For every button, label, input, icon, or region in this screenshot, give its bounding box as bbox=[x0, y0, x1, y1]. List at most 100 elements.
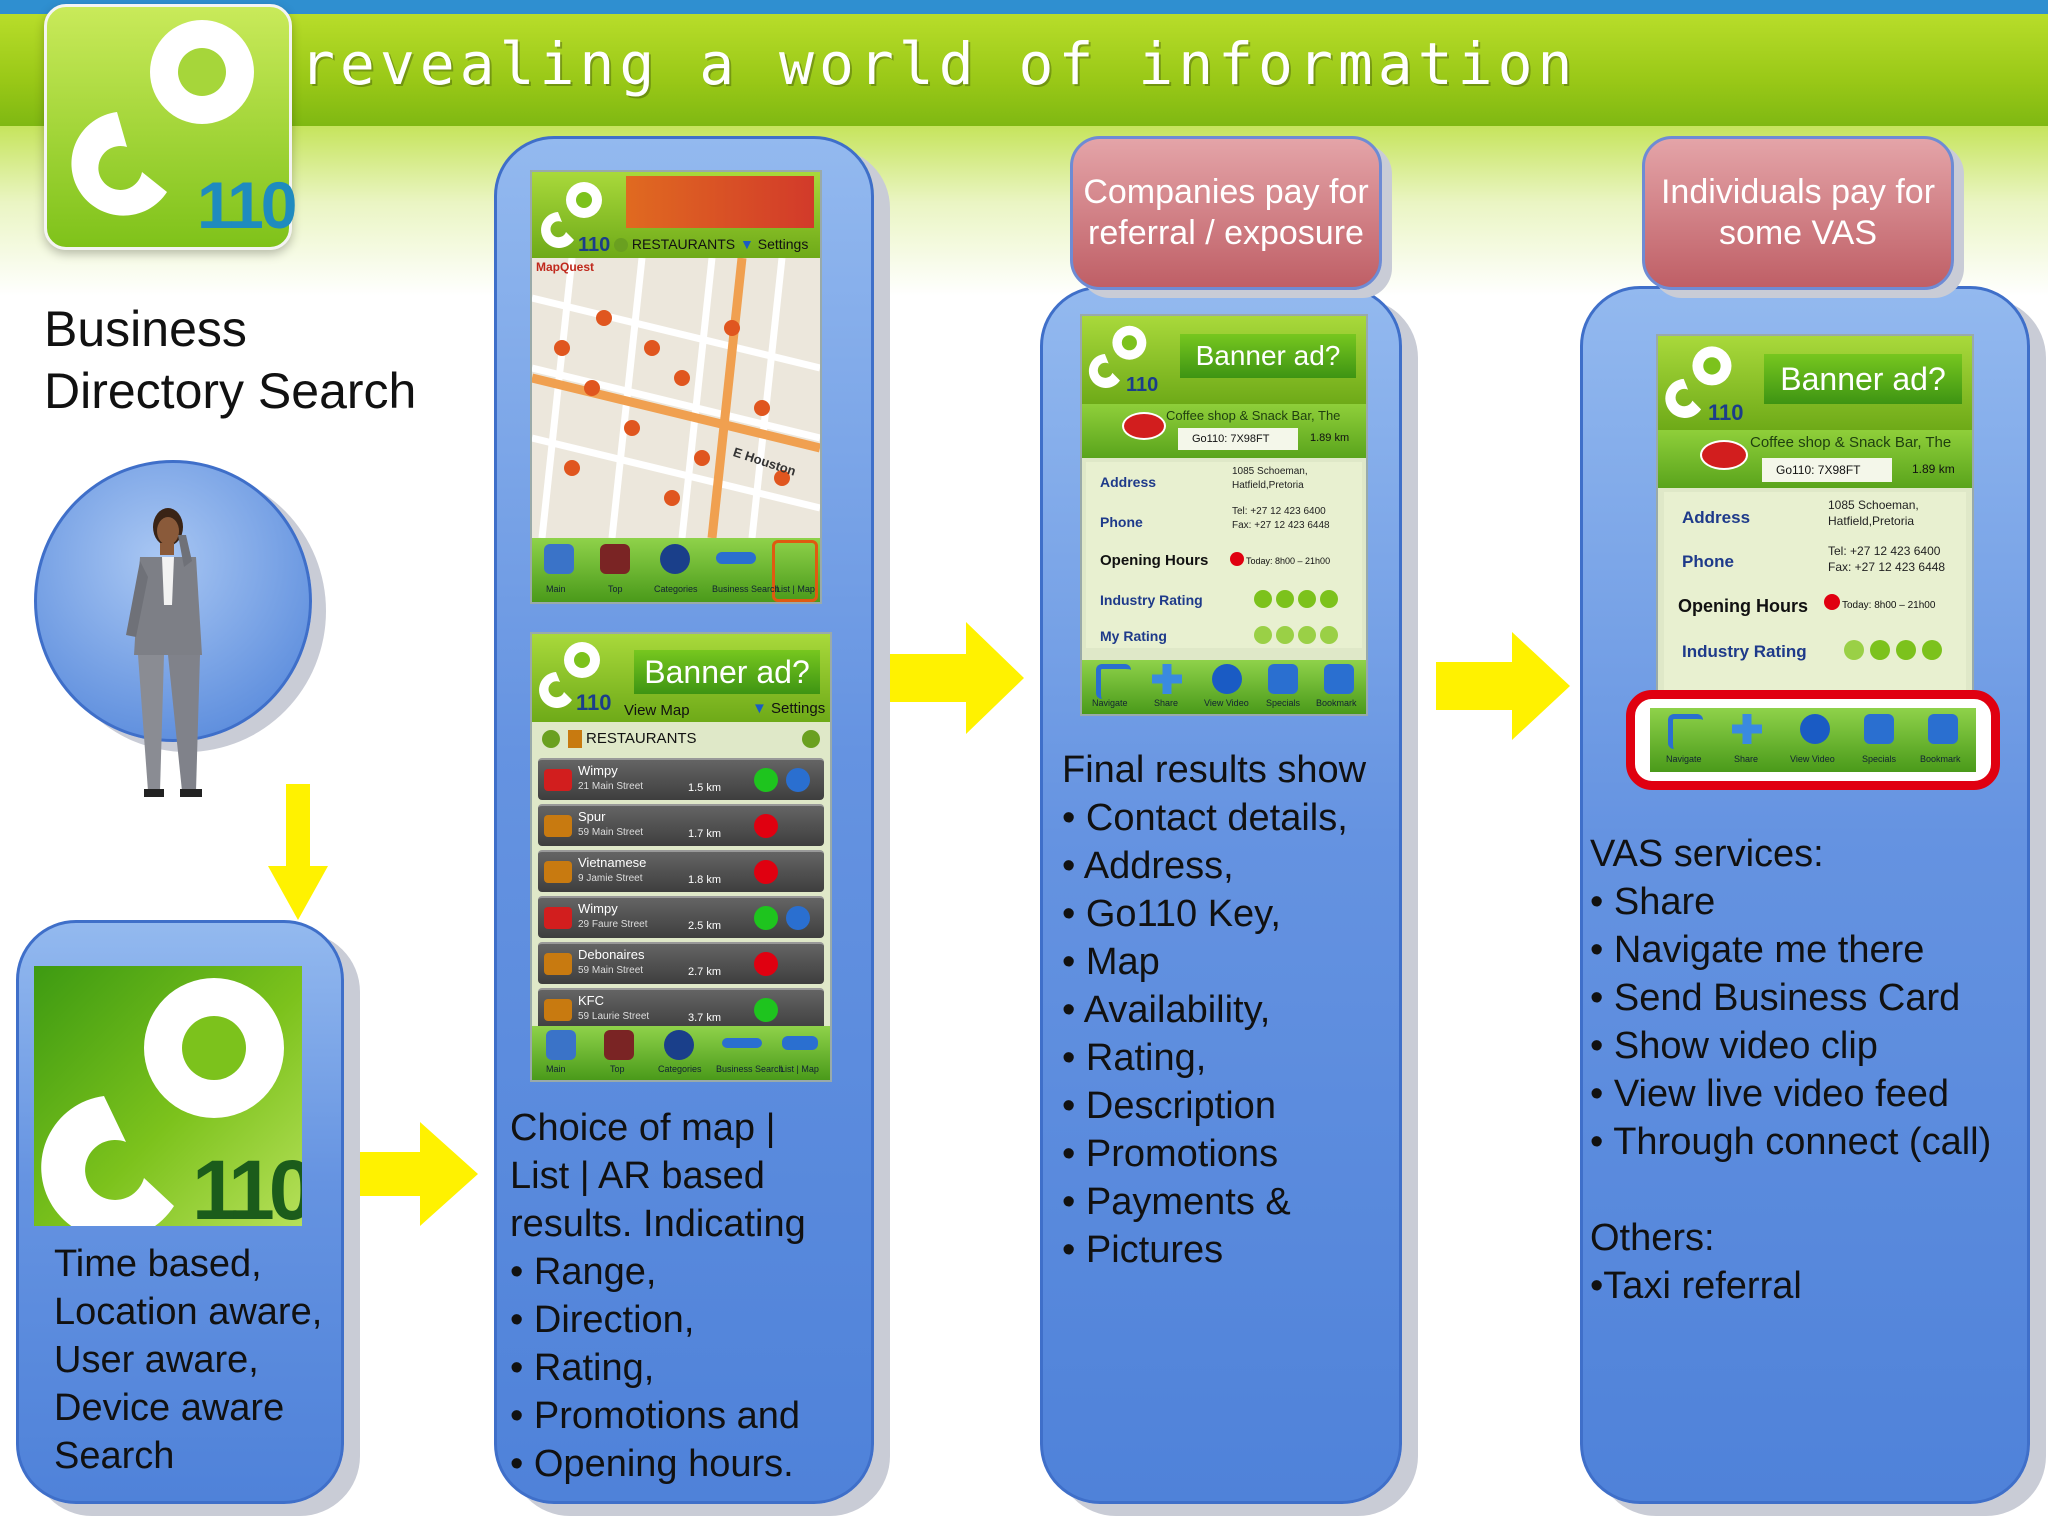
settings-funnel-icon: ▼ bbox=[740, 236, 754, 252]
detail2-banner-ad[interactable]: Banner ad? bbox=[1764, 354, 1962, 404]
panel3-bullet-8-text: Promotions bbox=[1085, 1133, 1279, 1175]
categories-eye-icon[interactable] bbox=[664, 1030, 694, 1060]
individuals-pay-tag: Individuals pay for some VAS bbox=[1642, 136, 1954, 290]
list-settings-label: Settings bbox=[771, 700, 826, 717]
detail2-phone-value-2: Fax: +27 12 423 6448 bbox=[1828, 560, 1946, 574]
availability-status-dot bbox=[754, 814, 778, 838]
map-tool-list-map: List | Map bbox=[776, 584, 815, 594]
list-tool-categories: Categories bbox=[658, 1064, 702, 1074]
closed-status-dot bbox=[1824, 594, 1840, 610]
detail1-logo-mark bbox=[1088, 325, 1147, 388]
specials-dollar-icon[interactable] bbox=[1864, 714, 1894, 744]
list-item-name: Wimpy bbox=[578, 901, 618, 916]
map-back-button[interactable]: RESTAURANTS bbox=[614, 236, 736, 253]
logo-tile-110: 110 bbox=[192, 1143, 302, 1226]
list-logo-110: 110 bbox=[576, 690, 612, 715]
header-top-stripe bbox=[0, 0, 2048, 14]
detail1-hours-value: Today: 8h00 – 21h00 bbox=[1246, 556, 1331, 566]
panel4-bullet-4-text: Show video clip bbox=[1613, 1025, 1878, 1067]
list-banner-ad[interactable]: Banner ad? bbox=[634, 650, 820, 694]
restaurant-logo-icon bbox=[544, 907, 572, 929]
detail1-tool-navigate: Navigate bbox=[1092, 698, 1128, 708]
panel3-bullet-4: Map bbox=[1062, 938, 1366, 986]
back-circle-icon[interactable] bbox=[542, 730, 560, 748]
main-map-icon[interactable] bbox=[544, 544, 574, 574]
detail1-key-box: Go110: 7X98FT bbox=[1178, 428, 1298, 450]
list-map-toggle-icon[interactable] bbox=[772, 540, 818, 602]
list-settings-button[interactable]: ▼ Settings bbox=[752, 700, 825, 717]
business-search-icon[interactable] bbox=[722, 1038, 762, 1048]
panel4-bullet-1-text: Share bbox=[1613, 881, 1716, 923]
panel3-bullet-6: Rating, bbox=[1062, 1034, 1366, 1082]
detail1-phone-value-1: Tel: +27 12 423 6400 bbox=[1232, 506, 1326, 517]
detail1-distance: 1.89 km bbox=[1310, 432, 1350, 444]
share-plus-icon[interactable] bbox=[1152, 664, 1182, 694]
map-settings-button[interactable]: ▼ Settings bbox=[740, 236, 808, 252]
go110-logo-mark bbox=[71, 20, 254, 216]
list-map-toggle-icon[interactable] bbox=[782, 1036, 818, 1050]
panel4-bullet-6-text: Through connect (call) bbox=[1613, 1121, 1992, 1163]
panel3-bullet-1: Contact details, bbox=[1062, 794, 1366, 842]
navigate-icon[interactable] bbox=[1096, 664, 1131, 699]
map-back-label: RESTAURANTS bbox=[631, 236, 736, 252]
panel1-line-5: Search bbox=[54, 1435, 175, 1477]
detail1-toolbar: Navigate Share View Video Specials Bookm… bbox=[1082, 660, 1366, 714]
play-video-icon[interactable] bbox=[1800, 714, 1830, 744]
list-item-street: 21 Main Street bbox=[578, 781, 644, 792]
share-plus-icon[interactable] bbox=[1732, 714, 1762, 744]
list-toolbar: Main Top Categories Business Search List… bbox=[532, 1026, 830, 1080]
map-tool-main: Main bbox=[546, 584, 566, 594]
panel2-line-2: List | AR based bbox=[510, 1155, 765, 1197]
panel4-bullet-3: Send Business Card bbox=[1590, 974, 1991, 1022]
main-map-icon[interactable] bbox=[546, 1030, 576, 1060]
navigate-icon[interactable] bbox=[1668, 714, 1703, 749]
detail2-info: Address 1085 Schoeman, Hatfield,Pretoria… bbox=[1664, 492, 1966, 694]
business-search-icon[interactable] bbox=[716, 552, 756, 564]
detail1-my-rating[interactable] bbox=[1254, 626, 1354, 646]
categories-eye-icon[interactable] bbox=[660, 544, 690, 574]
top-book-icon[interactable] bbox=[600, 544, 630, 574]
map-screen-logo bbox=[538, 178, 608, 254]
detail-screen-1: 110 Banner ad? Coffee shop & Snack Bar, … bbox=[1080, 314, 1368, 716]
specials-badge-icon[interactable] bbox=[786, 906, 810, 930]
panel3-bullet-2: Address, bbox=[1062, 842, 1366, 890]
panel1-line-1: Time based, bbox=[54, 1243, 262, 1285]
street-map[interactable] bbox=[532, 258, 820, 538]
detail2-tool-navigate: Navigate bbox=[1666, 754, 1702, 764]
restaurant-logo-icon bbox=[544, 999, 572, 1021]
panel2-line-3: results. Indicating bbox=[510, 1203, 806, 1245]
list-tool-top: Top bbox=[610, 1064, 625, 1074]
panel4-heading: VAS services: bbox=[1590, 833, 1824, 875]
detail2-address-value-1: 1085 Schoeman, bbox=[1828, 498, 1919, 512]
panel1-logo-tile: 110 bbox=[34, 966, 302, 1226]
detail1-banner-ad[interactable]: Banner ad? bbox=[1180, 334, 1356, 378]
map-logo-mark bbox=[541, 182, 602, 248]
list-item-distance: 1.7 km bbox=[688, 828, 722, 840]
panel3-bullet-4-text: Map bbox=[1085, 941, 1160, 983]
specials-badge-icon[interactable] bbox=[786, 768, 810, 792]
panel4-bullet-6: Through connect (call) bbox=[1590, 1118, 1991, 1166]
bookmark-book-icon[interactable] bbox=[1928, 714, 1958, 744]
panel2-bullet-5-text: Opening hours. bbox=[533, 1443, 794, 1485]
detail1-hours-label: Opening Hours bbox=[1100, 552, 1209, 569]
availability-status-dot bbox=[754, 860, 778, 884]
panel3-bullet-9-text: Payments & bbox=[1085, 1181, 1291, 1223]
specials-dollar-icon[interactable] bbox=[1268, 664, 1298, 694]
forward-circle-icon[interactable] bbox=[802, 730, 820, 748]
play-video-icon[interactable] bbox=[1212, 664, 1242, 694]
detail2-key-box: Go110: 7X98FT bbox=[1762, 458, 1892, 482]
bookmark-book-icon[interactable] bbox=[1324, 664, 1354, 694]
detail2-phone-label: Phone bbox=[1682, 552, 1734, 571]
map-brand-label: MapQuest bbox=[536, 260, 595, 274]
go110-logo: 110 bbox=[44, 4, 297, 250]
top-book-icon[interactable] bbox=[604, 1030, 634, 1060]
view-map-link[interactable]: View Map bbox=[624, 702, 690, 719]
panel3-bullet-9: Payments & bbox=[1062, 1178, 1366, 1226]
